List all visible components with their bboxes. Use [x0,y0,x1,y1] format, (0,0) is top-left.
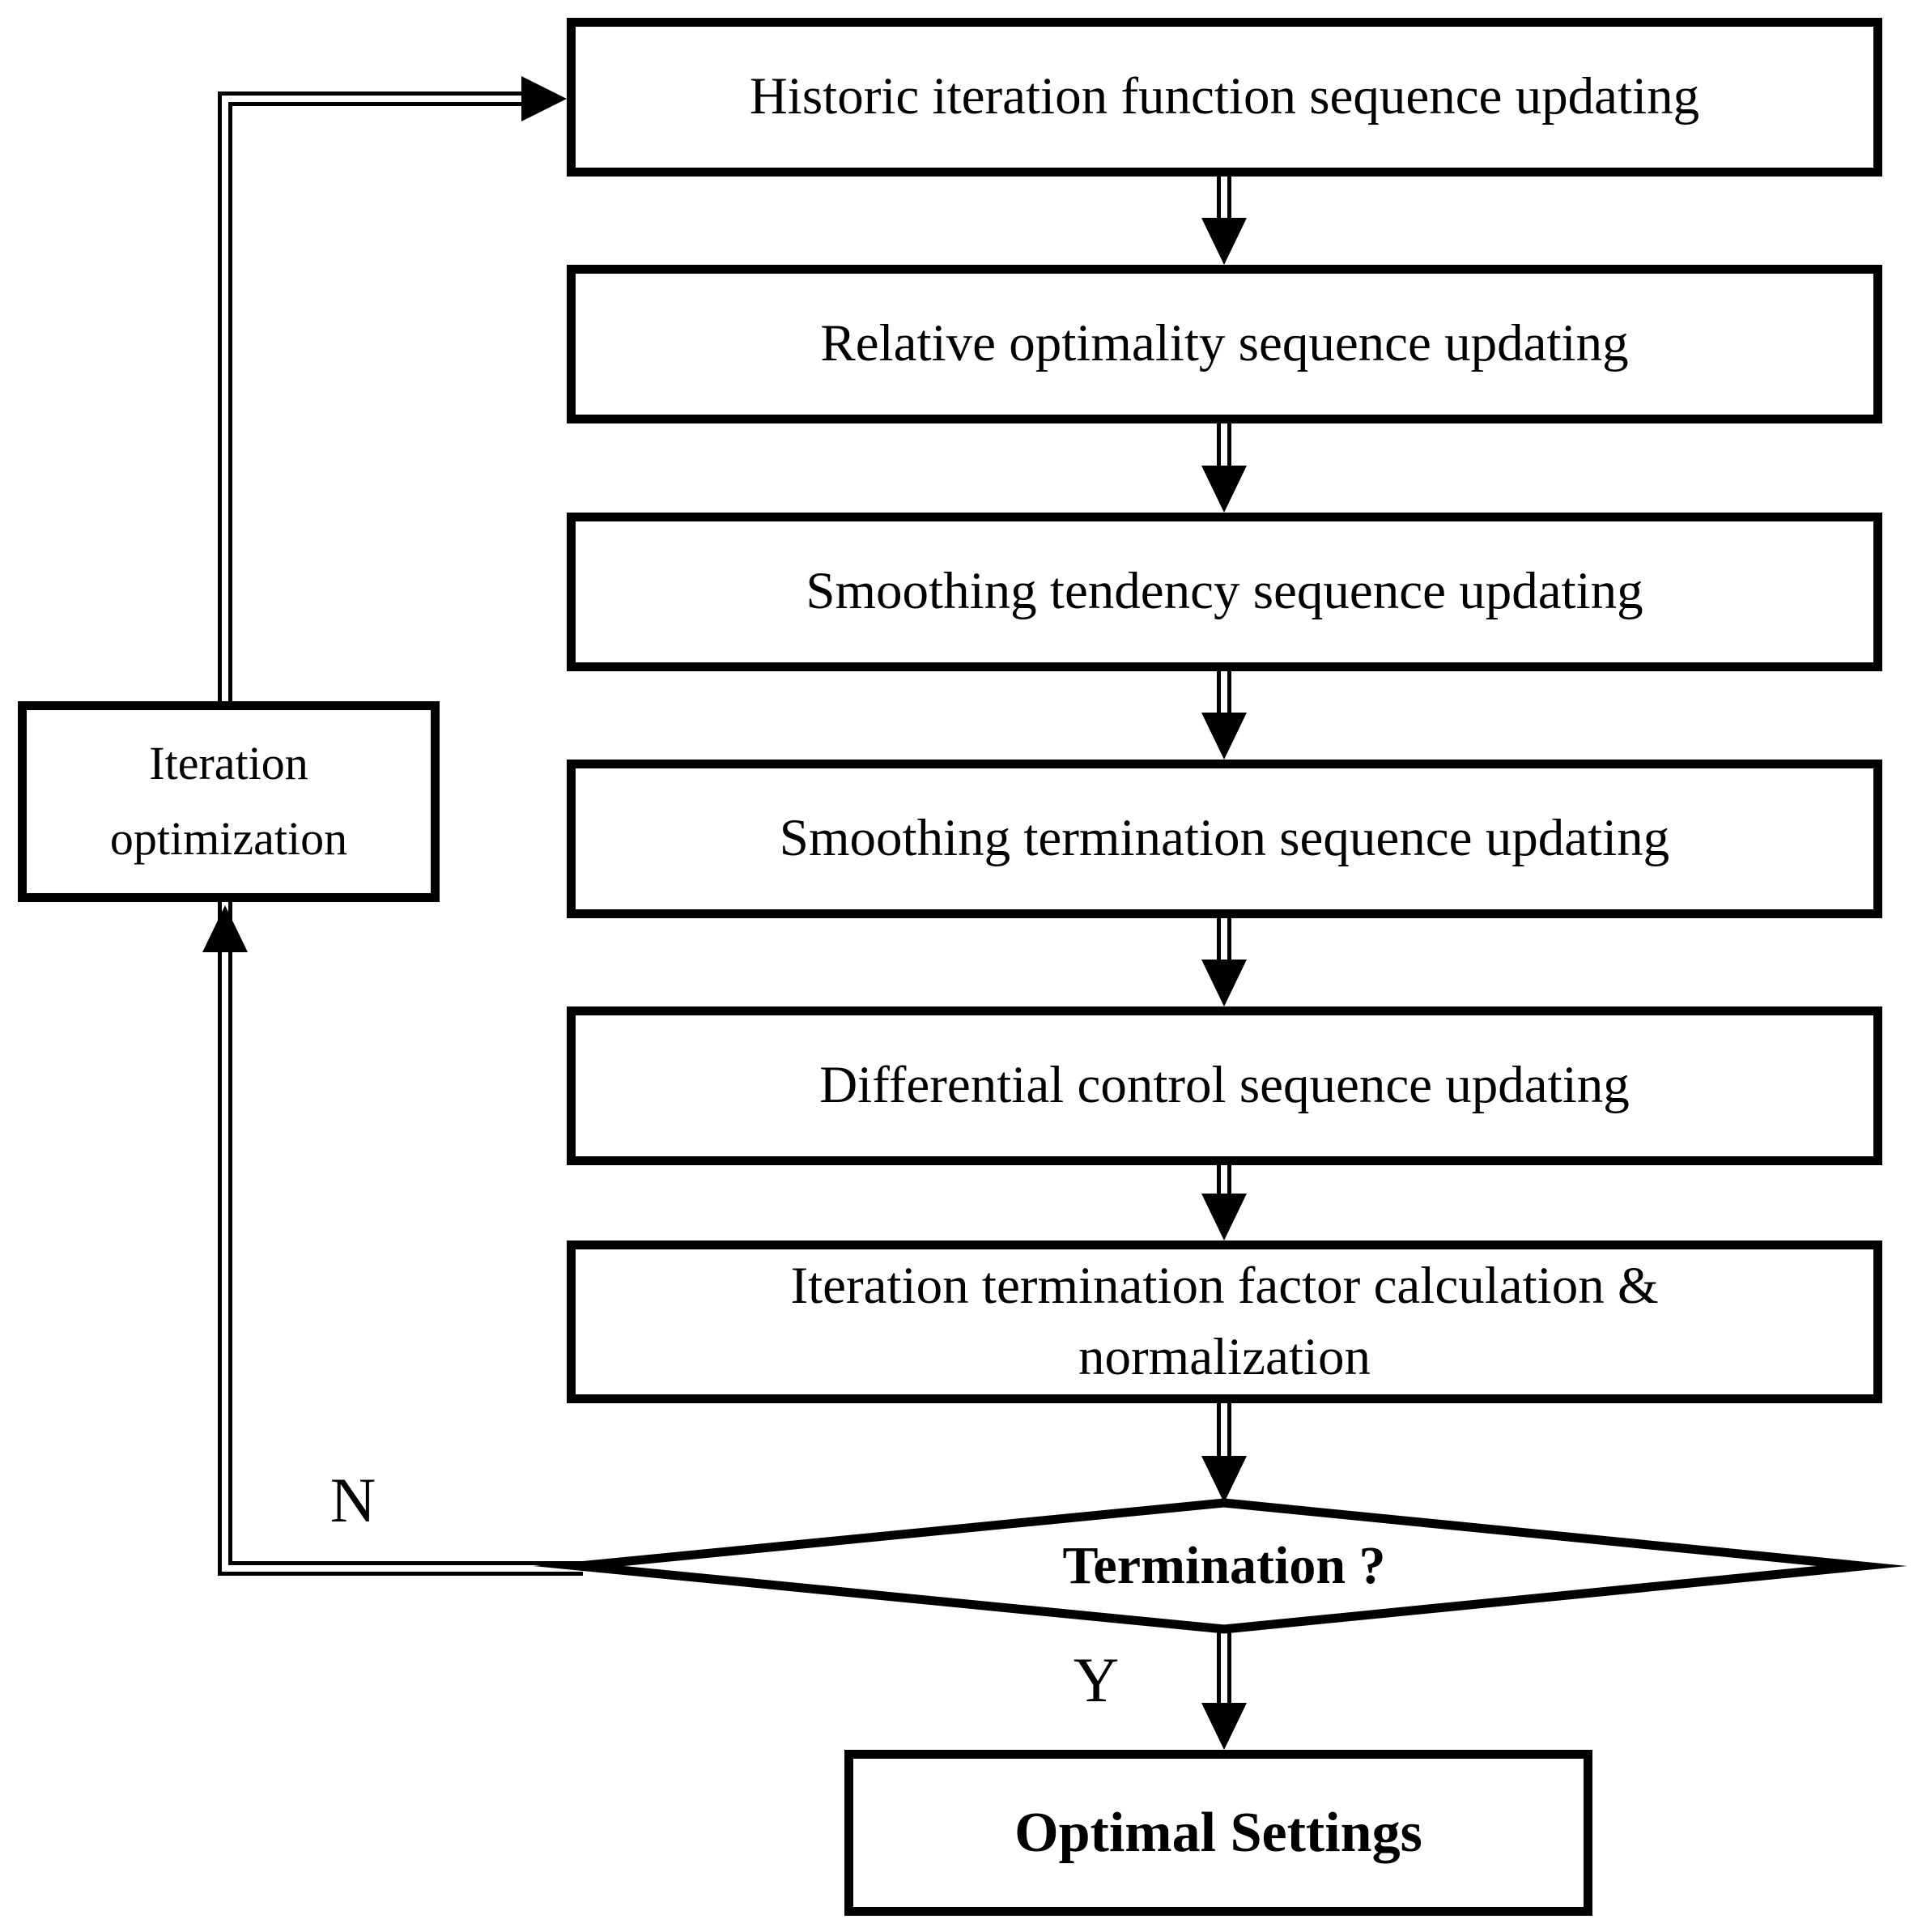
process-box-label: Differential control sequence updating [819,1056,1630,1115]
process-box-label: Historic iteration function sequence upd… [749,67,1700,126]
feedback-into-top-box-head [521,76,567,121]
process-box-label: Smoothing tendency sequence updating [806,562,1643,621]
process-box-label: Iteration termination factor calculation… [790,1256,1659,1386]
feedback-box-iteration-optimization: Iteration optimization [18,701,440,902]
decision-label-termination: Termination ? [1062,1536,1386,1595]
process-box-termination-factor: Iteration termination factor calculation… [567,1240,1882,1403]
terminal-box-label: Optimal Settings [1014,1801,1422,1864]
branch-label-no: N [330,1465,376,1535]
process-box-historic-iteration: Historic iteration function sequence upd… [567,18,1882,177]
process-box-label: Relative optimality sequence updating [820,314,1629,373]
process-box-relative-optimality: Relative optimality sequence updating [567,265,1882,423]
flow-arrow-head-5 [1201,1194,1247,1240]
flow-arrow-head-6 [1201,1456,1247,1503]
flow-arrow-head-7 [1201,1703,1247,1750]
terminal-box-optimal-settings: Optimal Settings [844,1750,1592,1916]
branch-label-yes: Y [1073,1645,1120,1715]
arrowheads [202,76,1247,1750]
flow-arrow-head-1 [1201,218,1247,265]
decision-diamond [533,1498,1907,1634]
flow-arrow-head-4 [1201,960,1247,1006]
process-box-smoothing-termination: Smoothing termination sequence updating [567,760,1882,918]
feedback-box-label: Iteration optimization [109,737,348,865]
flow-arrow-head-2 [1201,466,1247,513]
process-box-differential-control: Differential control sequence updating [567,1006,1882,1165]
process-box-label: Smoothing termination sequence updating [779,809,1670,868]
process-box-smoothing-tendency: Smoothing tendency sequence updating [567,513,1882,671]
flow-arrow-head-3 [1201,713,1247,760]
feedback-into-side-box-head [202,905,248,952]
